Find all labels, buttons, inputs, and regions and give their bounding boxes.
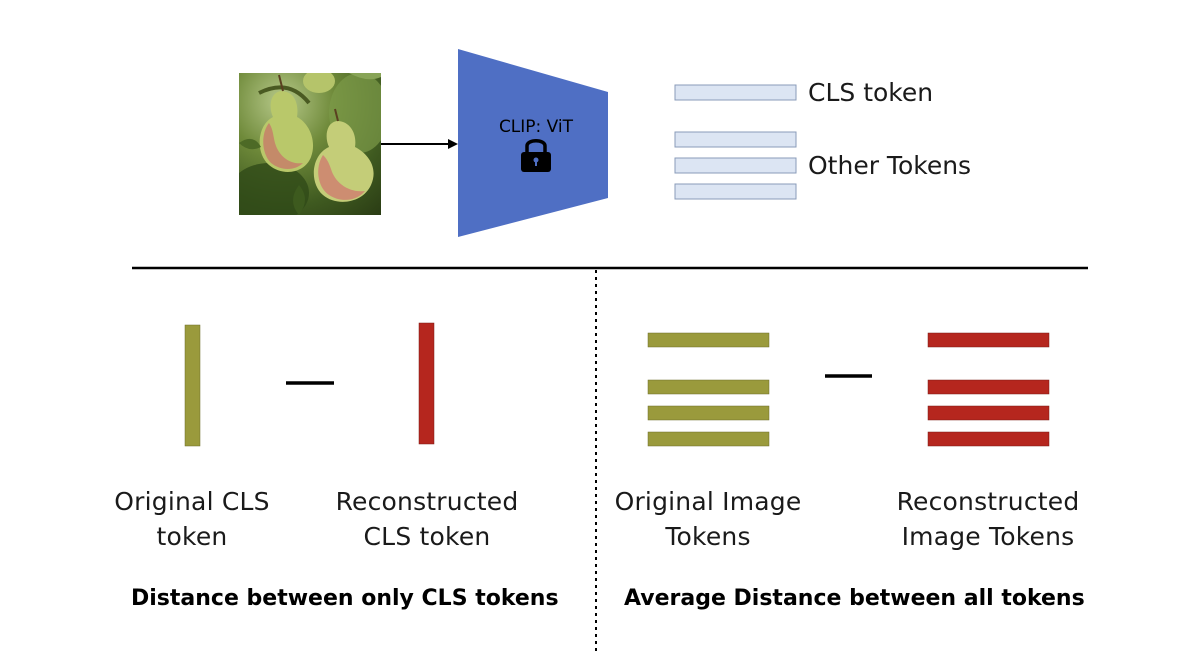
original-image-label-line-2: Tokens	[665, 522, 751, 551]
pear-illustration	[239, 73, 381, 215]
right-panel-caption: Average Distance between all tokens	[624, 586, 1085, 611]
cls-token-label: CLS token	[808, 78, 934, 107]
reconstructed-image-token-bar	[927, 431, 1050, 447]
cls-token-bar	[674, 84, 797, 101]
original-image-tokens-label: Original Image Tokens	[598, 484, 818, 554]
other-token-bar	[674, 183, 797, 200]
reconstructed-image-token-bar	[927, 405, 1050, 421]
encoder-trapezoid	[458, 49, 608, 237]
left-panel-caption: Distance between only CLS tokens	[131, 586, 559, 611]
other-token-bar	[674, 131, 797, 148]
encoder-label: CLIP: ViT	[498, 117, 574, 137]
input-arrow-head	[448, 139, 458, 149]
reconstructed-image-token-bar	[927, 332, 1050, 348]
original-cls-label-line-2: token	[156, 522, 228, 551]
other-tokens-label: Other Tokens	[808, 151, 972, 180]
original-cls-label-line-1: Original CLS	[114, 487, 270, 516]
other-token-bar	[674, 157, 797, 174]
original-cls-token-bar	[184, 324, 201, 447]
original-image-token-bar	[647, 332, 770, 348]
original-image-token-bar	[647, 379, 770, 395]
reconstructed-image-label-line-2: Image Tokens	[901, 522, 1075, 551]
pear-image	[239, 73, 381, 215]
reconstructed-image-tokens-label: Reconstructed Image Tokens	[878, 484, 1098, 554]
original-image-token-bar	[647, 405, 770, 421]
reconstructed-cls-label-line-1: Reconstructed	[335, 487, 519, 516]
reconstructed-image-label-line-1: Reconstructed	[896, 487, 1080, 516]
original-image-label-line-1: Original Image	[614, 487, 802, 516]
reconstructed-cls-label-line-2: CLS token	[363, 522, 491, 551]
reconstructed-image-token-bar	[927, 379, 1050, 395]
reconstructed-cls-token-label: Reconstructed CLS token	[317, 484, 537, 554]
original-cls-token-label: Original CLS token	[92, 484, 292, 554]
reconstructed-cls-token-bar	[418, 322, 435, 445]
original-image-token-bar	[647, 431, 770, 447]
lock-icon	[521, 139, 551, 172]
